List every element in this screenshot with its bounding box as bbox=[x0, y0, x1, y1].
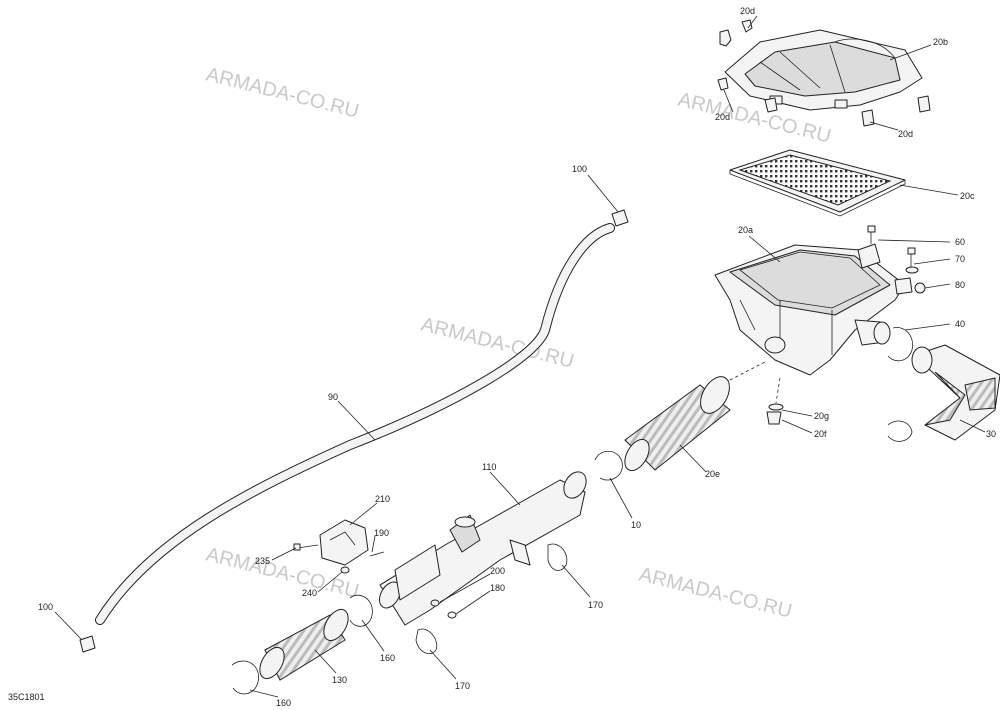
callout-180: 180 bbox=[490, 583, 505, 593]
callout-200: 200 bbox=[490, 566, 505, 576]
callout-80: 80 bbox=[955, 280, 965, 290]
callout-20d: 20d bbox=[740, 6, 755, 16]
bracket-part bbox=[293, 519, 369, 566]
callout-20e: 20e bbox=[705, 469, 720, 479]
clamp-160-a-part bbox=[349, 594, 373, 627]
callout-235: 235 bbox=[255, 556, 270, 566]
screw-parts bbox=[867, 225, 926, 294]
watermark: ARMADA-CO.RU bbox=[419, 314, 576, 373]
callout-20f: 20f bbox=[814, 429, 827, 439]
airbox-base-part bbox=[714, 243, 913, 376]
lower-boot-part bbox=[259, 608, 349, 681]
callout-100: 100 bbox=[572, 164, 587, 174]
clamp-10-part bbox=[594, 450, 623, 481]
callout-10: 10 bbox=[631, 520, 641, 530]
clamp-40-part bbox=[887, 327, 913, 362]
callout-20d: 20d bbox=[898, 129, 913, 139]
callout-190: 190 bbox=[374, 528, 389, 538]
callout-90: 90 bbox=[328, 392, 338, 402]
callout-labels: 20d 20b 20d 20d 20c 100 20a 60 70 80 40 … bbox=[38, 6, 996, 708]
callout-30: 30 bbox=[986, 429, 996, 439]
callout-20b: 20b bbox=[933, 37, 948, 47]
callout-20g: 20g bbox=[814, 411, 829, 421]
callout-160: 160 bbox=[380, 653, 395, 663]
hose-part bbox=[79, 209, 629, 653]
clamp-160-b-part bbox=[231, 660, 259, 695]
callout-70: 70 bbox=[955, 254, 965, 264]
callout-170: 170 bbox=[588, 600, 603, 610]
intake-boot-part bbox=[624, 361, 766, 472]
airbox-cover-part bbox=[724, 29, 923, 111]
reference-code: 35C1801 bbox=[8, 692, 45, 702]
callout-40: 40 bbox=[955, 319, 965, 329]
hardware-parts bbox=[340, 551, 457, 619]
callout-210: 210 bbox=[375, 494, 390, 504]
drain-parts bbox=[766, 377, 784, 425]
callout-20d: 20d bbox=[715, 112, 730, 122]
air-filter-part bbox=[729, 149, 906, 217]
outlet-duct-part bbox=[887, 344, 1000, 442]
callout-60: 60 bbox=[955, 237, 965, 247]
callout-20a: 20a bbox=[738, 225, 753, 235]
callout-170: 170 bbox=[455, 681, 470, 691]
clamp-170-a-part bbox=[547, 543, 568, 571]
cover-clips-part bbox=[717, 19, 931, 127]
leader-lines bbox=[54, 15, 986, 698]
watermark: ARMADA-CO.RU bbox=[637, 564, 794, 623]
callout-160: 160 bbox=[276, 698, 291, 708]
callout-240: 240 bbox=[302, 588, 317, 598]
clamp-170-b-part bbox=[415, 628, 438, 654]
watermark: ARMADA-CO.RU bbox=[204, 64, 361, 123]
callout-100: 100 bbox=[38, 602, 53, 612]
callout-20c: 20c bbox=[960, 191, 975, 201]
callout-110: 110 bbox=[482, 462, 496, 472]
intake-tube-part bbox=[379, 471, 587, 626]
callout-130: 130 bbox=[332, 675, 347, 685]
